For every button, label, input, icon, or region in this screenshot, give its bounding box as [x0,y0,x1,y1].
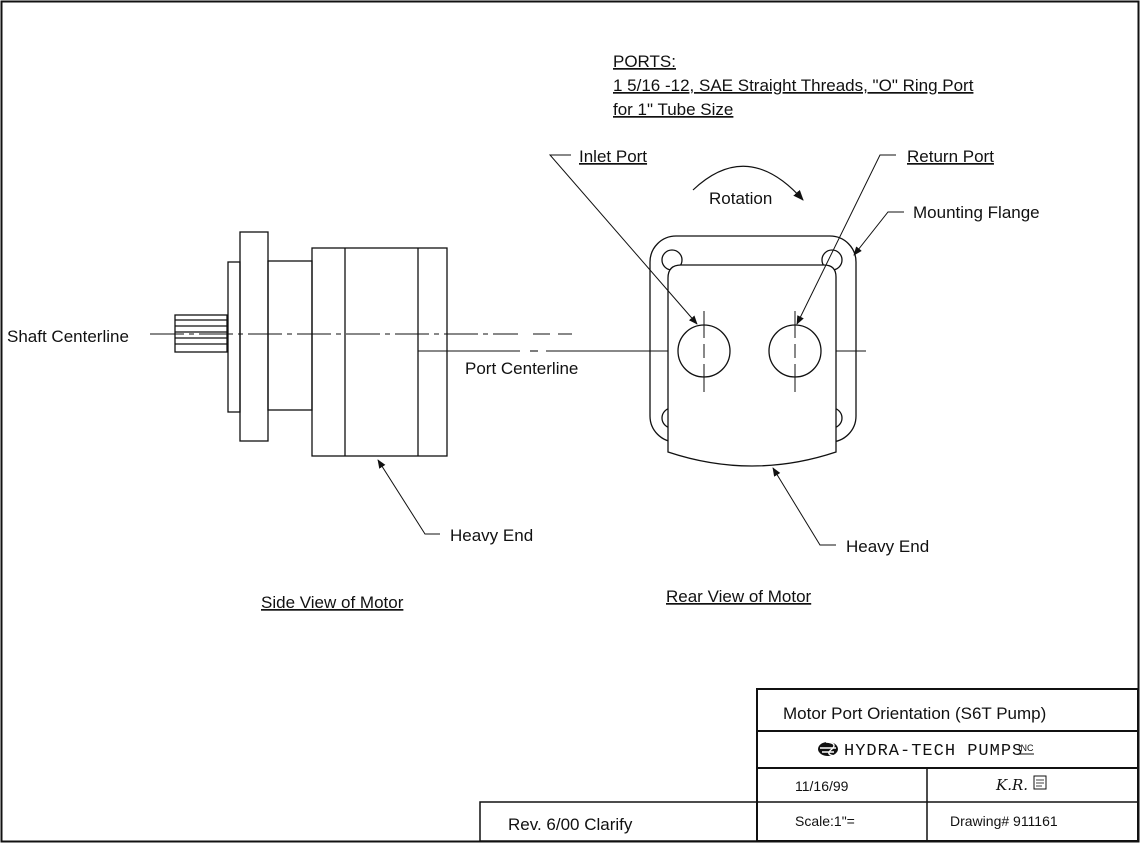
company-logo [818,741,838,757]
drawing-number: Drawing# 911161 [950,813,1058,829]
rear-view-caption: Rear View of Motor [666,587,812,606]
rotation-arrow [692,165,804,201]
return-port-leader [796,154,896,325]
ports-spec-line-1: 1 5/16 -12, SAE Straight Threads, "O" Ri… [613,76,974,95]
port-centerline-label: Port Centerline [465,359,578,378]
return-port-label: Return Port [907,147,994,166]
shaft-centerline-label: Shaft Centerline [7,327,129,346]
drawing-title: Motor Port Orientation (S6T Pump) [783,704,1046,723]
inlet-port-leader [548,154,698,325]
scale-field: Scale:1"= [795,813,855,829]
title-block [479,688,1139,842]
heavy-end-rear-label: Heavy End [846,537,929,556]
ports-note: PORTS: 1 5/16 -12, SAE Straight Threads,… [613,52,974,119]
drawing-date: 11/16/99 [795,778,849,794]
heavy-end-rear-leader [772,467,836,546]
rear-view-motor [649,235,857,467]
mounting-flange-leader [853,211,904,256]
side-view-motor [174,231,448,457]
rotation-label: Rotation [709,189,772,208]
company-suffix: INC [1018,743,1034,753]
ports-heading: PORTS: [613,52,676,71]
heavy-end-side-leader [377,459,440,535]
heavy-end-side-label: Heavy End [450,526,533,545]
side-view-caption: Side View of Motor [261,593,404,612]
drafter-initials: K.R. [995,776,1028,794]
revision-note: Rev. 6/00 Clarify [508,815,633,834]
mounting-flange-label: Mounting Flange [913,203,1040,222]
ports-spec-line-2: for 1" Tube Size [613,100,733,119]
company-name: HYDRA-TECH PUMPS [844,742,1023,761]
inlet-port-label: Inlet Port [579,147,647,166]
stamp-icon [1033,775,1047,790]
